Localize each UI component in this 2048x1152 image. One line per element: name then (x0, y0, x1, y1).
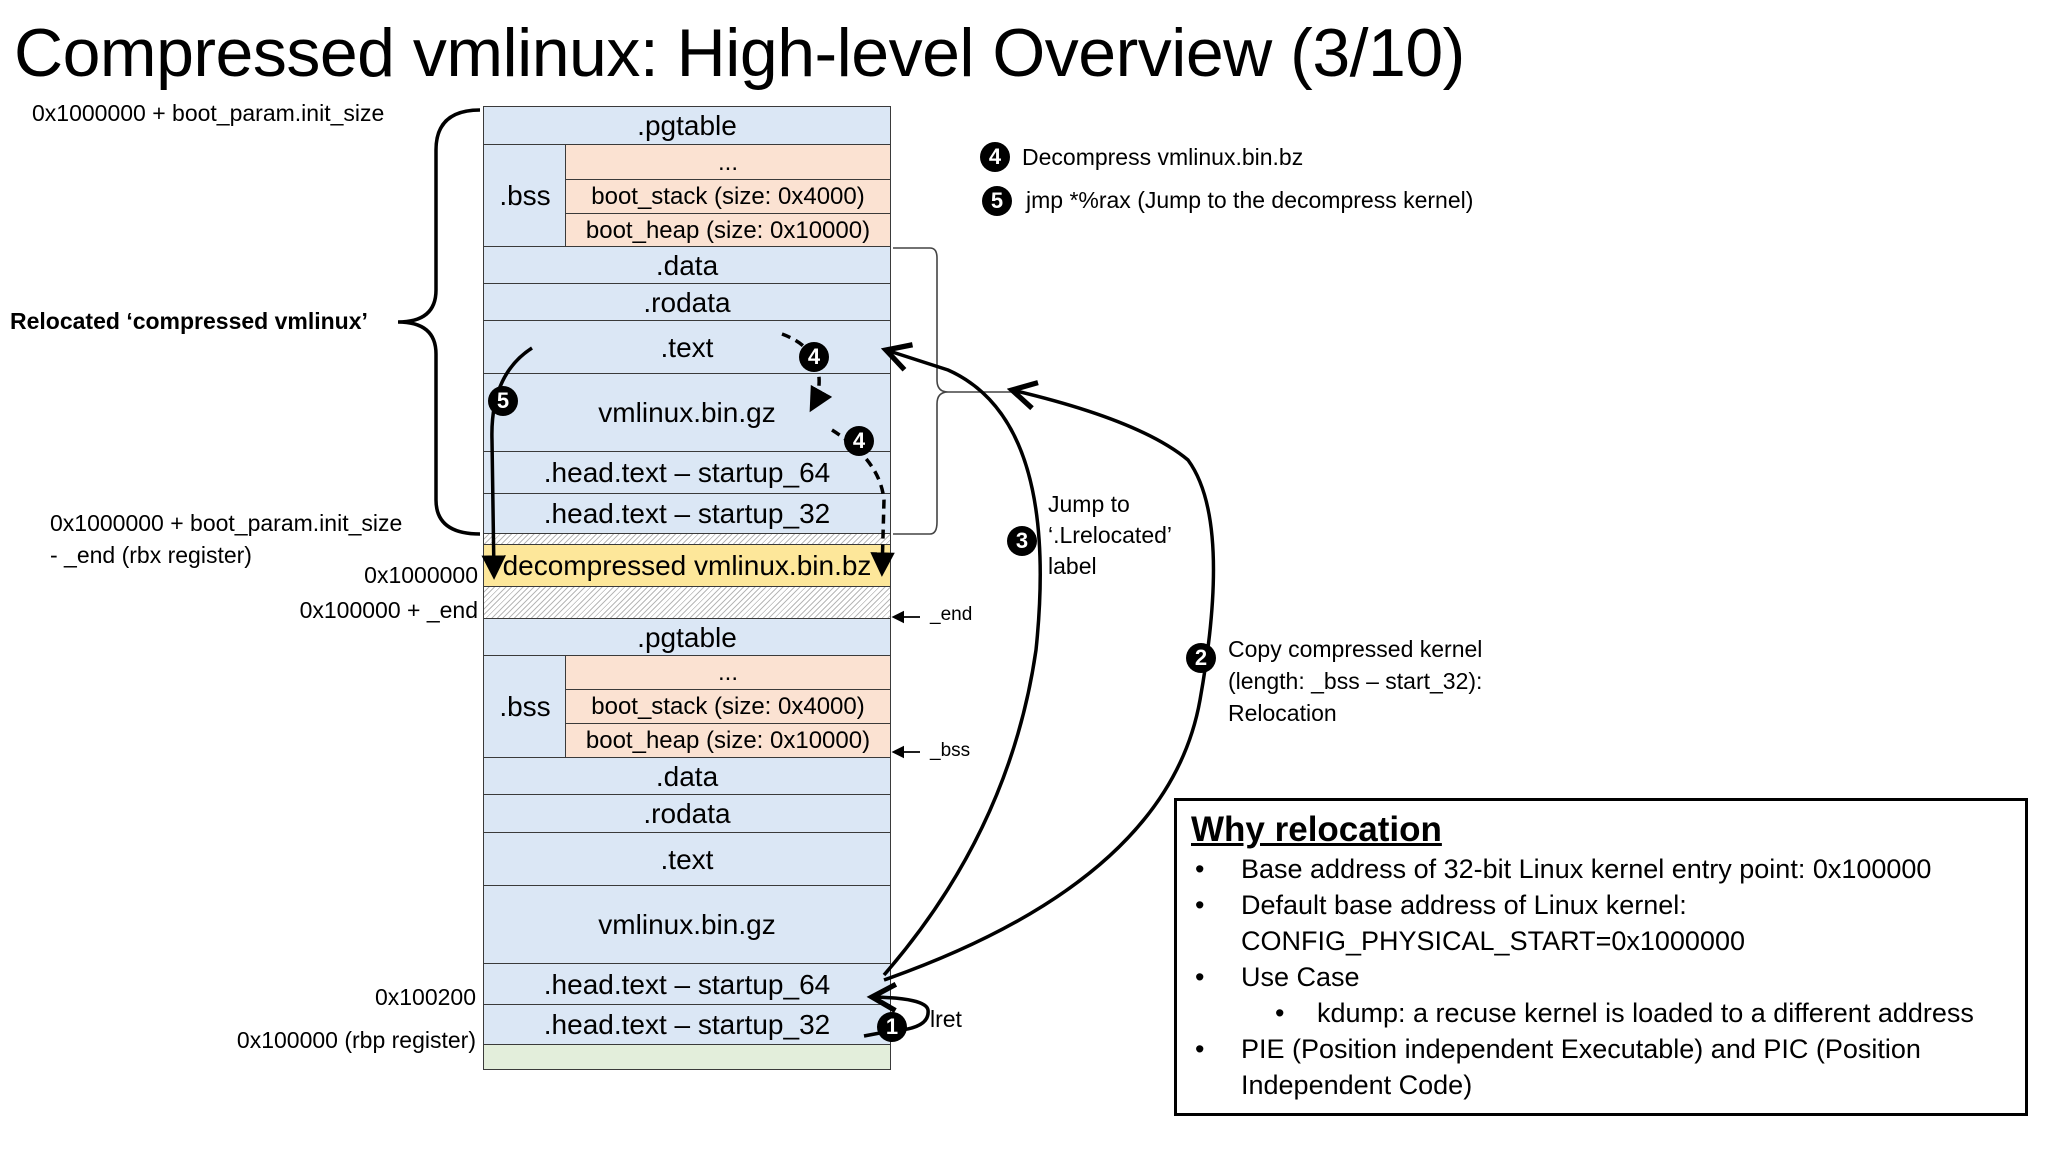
step2-label-line3: Relocation (1228, 700, 1337, 726)
why-item-1-text: Base address of 32-bit Linux kernel entr… (1241, 854, 1932, 884)
diagram-badge-1: 1 (877, 1012, 907, 1042)
top-head64-section: .head.text – startup_64 (483, 451, 891, 495)
bottom-text-section: .text (483, 832, 891, 887)
why-item-4: • PIE (Position independent Executable) … (1191, 1031, 2011, 1067)
top-data-section: .data (483, 246, 891, 285)
diagram-badge-4-lower: 4 (844, 426, 874, 456)
why-item-3-sub: • kdump: a recuse kernel is loaded to a … (1191, 995, 2011, 1031)
why-item-4-continued: Independent Code) (1191, 1067, 2011, 1103)
top-boot-heap: boot_heap (size: 0x10000) (565, 213, 891, 248)
bottom-base-section (483, 1044, 891, 1070)
step3-arrow (884, 350, 1042, 977)
diagram-badge-4-upper: 4 (799, 342, 829, 372)
decompressed-vmlinux-section: decompressed vmlinux.bin.bz (483, 544, 891, 588)
step2-label-line1: Copy compressed kernel (1228, 636, 1483, 662)
step2-label-line2: (length: _bss – start_32): (1228, 668, 1483, 694)
bottom-head64-section: .head.text – startup_64 (483, 963, 891, 1006)
label-init-size-minus-end: 0x1000000 + boot_param.init_size (50, 510, 403, 536)
why-item-3-sub-text: kdump: a recuse kernel is loaded to a di… (1317, 998, 1974, 1028)
why-item-4-text: PIE (Position independent Executable) an… (1241, 1034, 1921, 1064)
bullet: • (1195, 962, 1205, 992)
label-init-size: 0x1000000 + boot_param.init_size (32, 100, 385, 126)
legend-badge-5: 5 (982, 186, 1012, 216)
why-item-1: • Base address of 32-bit Linux kernel en… (1191, 851, 2011, 887)
bottom-boot-stack: boot_stack (size: 0x4000) (565, 689, 891, 725)
top-head32-section: .head.text – startup_32 (483, 493, 891, 535)
step2-arrow (883, 390, 1216, 982)
bullet: • (1275, 998, 1285, 1028)
marker-end: _end (930, 604, 973, 625)
why-item-2-continued: CONFIG_PHYSICAL_START=0x1000000 (1191, 923, 2011, 959)
why-relocation-title: Why relocation (1191, 810, 1442, 849)
step5-arrow (481, 346, 533, 580)
step3-label-line1: Jump to (1048, 491, 1130, 517)
bullet: • (1195, 854, 1205, 884)
why-relocation-box: Why relocation • Base address of 32-bit … (1174, 798, 2028, 1116)
top-pgtable-section: .pgtable (483, 106, 891, 146)
relocated-brace (397, 108, 481, 536)
bullet: • (1195, 890, 1205, 920)
bottom-head32-section: .head.text – startup_32 (483, 1004, 891, 1046)
diagram-badge-5: 5 (488, 386, 518, 416)
bottom-data-section: .data (483, 757, 891, 796)
marker-bss: _bss (930, 740, 971, 761)
slide-title: Compressed vmlinux: High-level Overview … (14, 15, 1465, 91)
why-item-2-text-continued: CONFIG_PHYSICAL_START=0x1000000 (1241, 926, 1745, 956)
top-boot-stack: boot_stack (size: 0x4000) (565, 179, 891, 215)
why-item-2: • Default base address of Linux kernel: (1191, 887, 2011, 923)
bottom-pgtable-section: .pgtable (483, 618, 891, 657)
why-item-3: • Use Case (1191, 959, 2011, 995)
step3-label-line2: ‘.Lrelocated’ (1048, 522, 1173, 548)
why-item-4-text-continued: Independent Code) (1241, 1070, 1473, 1100)
why-item-3-text: Use Case (1241, 962, 1360, 992)
step3-label-line3: label (1048, 553, 1097, 579)
legend-badge-4: 4 (980, 142, 1010, 172)
diagram-badge-3: 3 (1007, 526, 1037, 556)
label-addr-0x100000-rbp: 0x100000 (rbp register) (236, 1027, 476, 1053)
label-relocated-compressed-vmlinux: Relocated ‘compressed vmlinux’ (10, 308, 368, 334)
diagram-badge-2: 2 (1186, 643, 1216, 673)
bottom-vmlinux-section: vmlinux.bin.gz (483, 885, 891, 965)
bullet: • (1195, 1034, 1205, 1064)
label-addr-0x1000000: 0x1000000 (364, 562, 478, 588)
bottom-boot-heap: boot_heap (size: 0x10000) (565, 723, 891, 759)
label-rbx-register: - _end (rbx register) (50, 542, 252, 568)
step4-arrow-lower (831, 428, 895, 577)
right-bracket (893, 247, 1024, 535)
step1-label: lret (930, 1006, 962, 1032)
bottom-bss-section: .bss (483, 655, 567, 759)
label-addr-0x100200: 0x100200 (374, 984, 476, 1010)
step4-legend-text: Decompress vmlinux.bin.bz (1022, 144, 1304, 170)
step5-legend-text: jmp *%rax (Jump to the decompress kernel… (1026, 187, 1474, 213)
why-item-2-text: Default base address of Linux kernel: (1241, 890, 1687, 920)
bottom-bss-dots: ... (565, 655, 891, 691)
bottom-gap-hatch (483, 586, 891, 620)
label-addr-0x100000-end: 0x100000 + _end (299, 597, 478, 623)
